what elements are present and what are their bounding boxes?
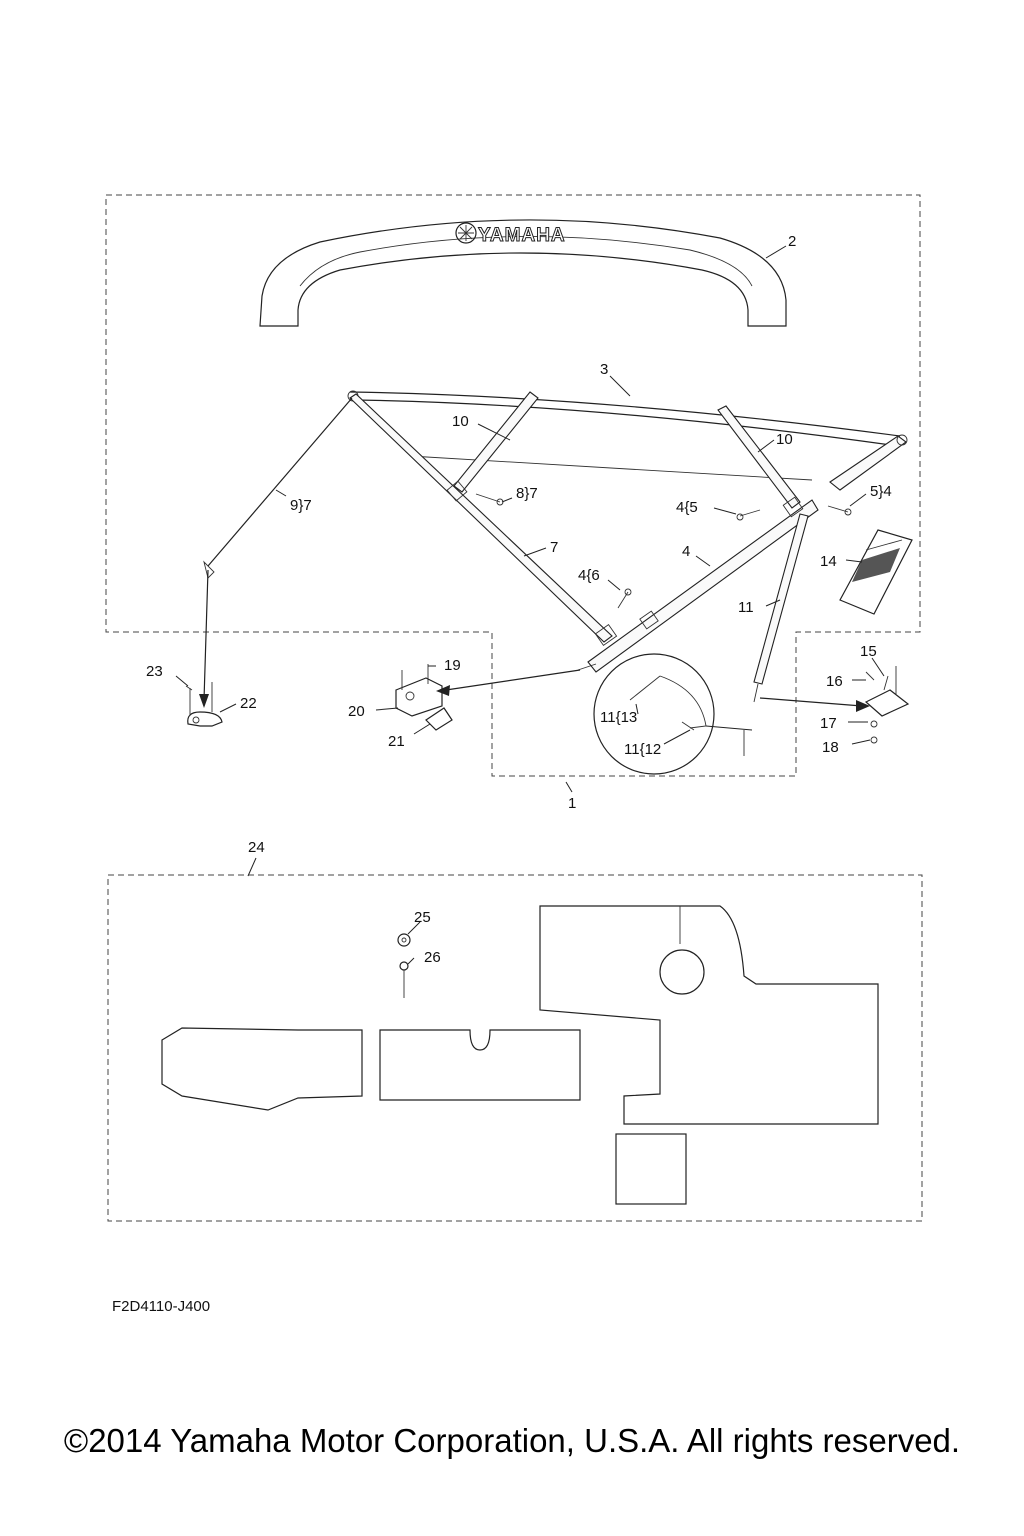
callout-18: 18 (822, 739, 839, 756)
group-1-boundary (105, 194, 921, 777)
mat-piece-1 (161, 1027, 363, 1111)
callout-4-6: 4{6 (578, 567, 600, 584)
mat-piece-4 (615, 1133, 687, 1205)
bimini-boot (259, 219, 787, 327)
strap-eye-22 (187, 682, 223, 727)
leader-23 (175, 675, 189, 687)
callout-7: 7 (550, 539, 558, 556)
callout-24: 24 (248, 839, 265, 856)
mat-cutout (659, 949, 705, 995)
leader-24 (247, 857, 257, 877)
brace-11 (753, 513, 809, 685)
callout-17: 17 (820, 715, 837, 732)
leader-21 (413, 723, 431, 735)
screw-4-6 (617, 588, 632, 609)
callout-2: 2 (788, 233, 796, 250)
detail-inset (593, 653, 715, 775)
callout-5-4: 5}4 (870, 483, 892, 500)
leader-10a (477, 423, 511, 441)
callout-21: 21 (388, 733, 405, 750)
callout-25: 25 (414, 909, 431, 926)
callout-15: 15 (860, 643, 877, 660)
callout-1: 1 (568, 795, 576, 812)
leader-14 (845, 559, 863, 563)
callout-11-13: 11{13 (600, 709, 637, 726)
mat-piece-2 (379, 1029, 581, 1101)
washer-17 (870, 720, 878, 728)
storage-bag (839, 529, 913, 615)
support-pole-left (453, 391, 539, 493)
bow-4 (587, 499, 819, 673)
leader-8-7 (501, 497, 513, 503)
strap-arrow (203, 569, 209, 701)
group-24-boundary (107, 874, 923, 1222)
callout-23: 23 (146, 663, 163, 680)
callout-26: 26 (424, 949, 441, 966)
callout-4-5: 4{5 (676, 499, 698, 516)
screw-5-4 (827, 505, 852, 516)
arrow-to-deck-hinge (445, 669, 581, 691)
leader-4 (695, 555, 711, 567)
callout-22: 22 (240, 695, 257, 712)
leader-9-7 (275, 489, 287, 497)
leader-11-12 (663, 729, 691, 745)
drawing-code: F2D4110-J400 (112, 1298, 211, 1315)
callout-20: 20 (348, 703, 365, 720)
leader-7 (523, 547, 547, 557)
yamaha-logo: YAMAHA (455, 222, 566, 247)
stud-26 (399, 961, 409, 998)
leader-3 (609, 375, 631, 397)
screw-23 (185, 685, 193, 691)
copyright-notice: ©2014 Yamaha Motor Corporation, U.S.A. A… (63, 1422, 961, 1459)
inset-leader (705, 725, 753, 731)
callout-19: 19 (444, 657, 461, 674)
strap-9 (207, 397, 353, 567)
leader-20 (375, 707, 399, 711)
leader-10b (757, 439, 775, 453)
callout-14: 14 (820, 553, 837, 570)
callout-16: 16 (826, 673, 843, 690)
leader-5-4 (849, 493, 867, 507)
deck-hinge-20 (395, 664, 443, 717)
lanyard-12 (659, 675, 707, 729)
screw-8 (475, 493, 504, 506)
callout-8-7: 8}7 (516, 485, 538, 502)
nut-18 (870, 736, 878, 744)
snap-25 (397, 933, 411, 947)
bimini-top-frame (347, 390, 908, 491)
leader-2 (765, 245, 787, 259)
leader-1 (565, 781, 573, 793)
leader-22 (219, 703, 237, 713)
screw-16 (865, 671, 875, 681)
mat-piece-3 (539, 905, 879, 1125)
callout-4: 4 (682, 543, 690, 560)
bow-4-end (577, 663, 597, 671)
leader-18 (851, 739, 871, 745)
knob-21 (425, 707, 453, 731)
pin-13 (629, 675, 661, 701)
support-pole-right (717, 405, 801, 509)
yamaha-logo-text: YAMAHA (478, 225, 566, 246)
callout-10-right: 10 (776, 431, 793, 448)
callout-10-left: 10 (452, 413, 469, 430)
arrow-to-mount (759, 697, 863, 707)
deck-mount-15 (864, 666, 910, 717)
leader-4-5 (713, 507, 737, 515)
callout-9-7: 9}7 (290, 497, 312, 514)
leader-25 (407, 921, 421, 935)
leader-4-6 (607, 579, 621, 591)
bow-7 (349, 393, 613, 643)
callout-3: 3 (600, 361, 608, 378)
leader-11-13 (635, 703, 639, 715)
screw-4-5 (736, 509, 761, 521)
leader-11 (765, 599, 781, 607)
leader-26 (407, 957, 415, 965)
leader-15 (871, 657, 885, 677)
callout-11: 11 (738, 599, 754, 616)
callout-11-12: 11{12 (624, 741, 661, 758)
